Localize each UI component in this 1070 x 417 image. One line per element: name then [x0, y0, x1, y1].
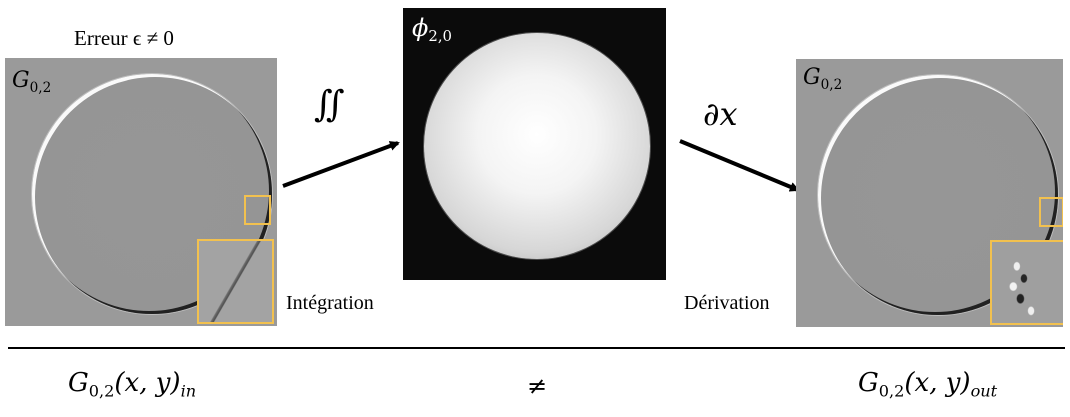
- integration-arrow: [283, 143, 398, 186]
- equation-right-suffix: out: [971, 382, 998, 401]
- middle-panel-label: ϕ2,0: [412, 14, 452, 45]
- equation-right-main: G: [858, 368, 879, 398]
- right-panel-symbol: G: [803, 65, 821, 90]
- separator-line: [8, 347, 1065, 349]
- right-image-panel: G0,2: [796, 59, 1063, 327]
- equation-left-main: G: [68, 368, 89, 398]
- derivation-caption: Dérivation: [684, 292, 770, 315]
- middle-bright-disk: [424, 33, 650, 259]
- equation-relation: ≠: [527, 372, 547, 400]
- middle-panel-subscript: 2,0: [428, 27, 452, 45]
- derivative-operator: ∂x: [703, 95, 738, 133]
- equation-right-sub: 0,2: [879, 382, 905, 401]
- right-panel-label: G0,2: [803, 65, 842, 93]
- right-panel-subscript: 0,2: [821, 77, 843, 93]
- middle-panel-symbol: ϕ: [412, 14, 428, 42]
- equation-right: G0,2(x, y)out: [858, 368, 997, 401]
- derivation-arrow: [680, 141, 798, 190]
- equation-left-sub: 0,2: [89, 382, 115, 401]
- right-zoom-inset: [990, 240, 1063, 325]
- equation-left-args: (x, y): [114, 368, 180, 398]
- equation-left: G0,2(x, y)in: [68, 368, 196, 401]
- middle-image-panel: ϕ2,0: [403, 8, 666, 280]
- equation-left-suffix: in: [181, 382, 197, 401]
- right-roi-box: [1039, 197, 1063, 227]
- equation-right-args: (x, y): [904, 368, 970, 398]
